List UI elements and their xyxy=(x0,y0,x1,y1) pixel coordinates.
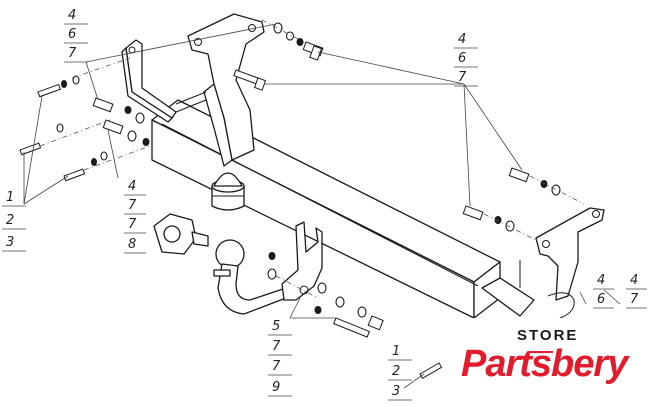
svg-text:7: 7 xyxy=(630,292,639,307)
fasteners-left xyxy=(19,75,150,182)
upper-bracket xyxy=(175,13,265,167)
svg-text:7: 7 xyxy=(458,70,467,85)
svg-text:5: 5 xyxy=(272,319,280,334)
svg-text:2: 2 xyxy=(6,213,14,228)
svg-text:9: 9 xyxy=(272,380,280,395)
svg-text:7: 7 xyxy=(272,359,281,374)
callout-top-left: 4 6 7 xyxy=(64,8,88,63)
svg-text:4: 4 xyxy=(68,8,76,23)
crossbar-beam xyxy=(151,99,501,319)
fasteners-top xyxy=(233,22,324,91)
svg-text:4: 4 xyxy=(458,32,466,47)
tow-ball-assembly xyxy=(213,239,293,315)
lower-bracket xyxy=(281,221,323,301)
callout-right-edge-b: 4 7 xyxy=(626,273,647,309)
right-bracket xyxy=(481,207,605,319)
callout-bottom-right: 1 2 3 xyxy=(388,344,412,401)
center-lines xyxy=(39,19,585,299)
svg-text:8: 8 xyxy=(128,237,136,252)
logo-store-text: STORE xyxy=(517,327,579,344)
svg-text:4: 4 xyxy=(630,273,638,288)
svg-text:7: 7 xyxy=(128,198,137,213)
svg-text:2: 2 xyxy=(392,364,400,379)
ball-cover xyxy=(211,172,245,211)
svg-text:7: 7 xyxy=(68,46,77,61)
leader-lines xyxy=(23,23,621,389)
svg-text:7: 7 xyxy=(128,217,137,232)
logo-brand-text: Partsbery xyxy=(461,343,628,385)
svg-text:1: 1 xyxy=(6,190,14,205)
svg-text:3: 3 xyxy=(392,384,400,399)
svg-text:4: 4 xyxy=(597,273,605,288)
callout-mid-left: 4 7 7 8 xyxy=(124,179,146,254)
svg-text:4: 4 xyxy=(128,179,136,194)
svg-text:3: 3 xyxy=(6,235,14,250)
callout-bottom-center: 5 7 7 9 xyxy=(268,319,292,397)
callout-left: 1 2 3 xyxy=(2,190,26,252)
svg-text:6: 6 xyxy=(597,292,605,307)
svg-text:7: 7 xyxy=(272,339,281,354)
svg-text:1: 1 xyxy=(392,344,400,359)
svg-text:6: 6 xyxy=(68,27,76,42)
logo-accent-line xyxy=(529,351,553,353)
callout-top-right: 4 6 7 xyxy=(454,32,478,87)
partsbery-logo: STORE Partsbery xyxy=(443,318,649,406)
socket-bracket xyxy=(153,213,209,255)
fasteners-lower xyxy=(267,252,443,380)
callout-right-edge-a: 4 6 xyxy=(593,273,614,309)
svg-text:6: 6 xyxy=(458,51,466,66)
fasteners-right xyxy=(462,167,561,232)
